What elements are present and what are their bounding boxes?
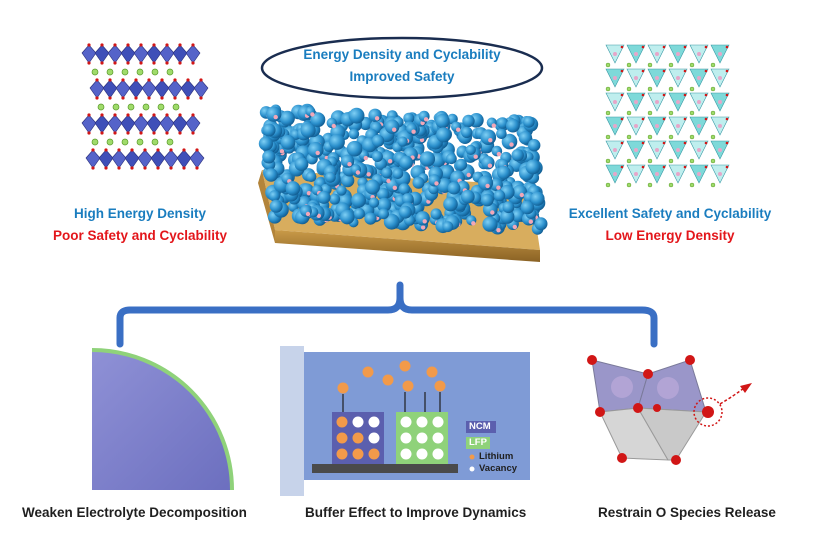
right-label-1: Excellent Safety and Cyclability: [568, 206, 772, 221]
center-line-1: Energy Density and Cyclability: [303, 47, 501, 62]
legend-ncm: NCM: [469, 421, 491, 432]
legend-vacancy: Vacancy: [479, 463, 518, 474]
left-label-1: High Energy Density: [73, 206, 207, 221]
legend-lfp: LFP: [469, 437, 487, 448]
bottom-label-left: Weaken Electrolyte Decomposition: [22, 505, 247, 520]
right-label-2: Low Energy Density: [605, 228, 735, 243]
center-ellipse-text: Energy Density and Cyclability Improved …: [262, 44, 542, 88]
center-line-2: Improved Safety: [349, 69, 455, 84]
left-label-2: Poor Safety and Cyclability: [52, 228, 228, 243]
bottom-label-right: Restrain O Species Release: [598, 505, 776, 520]
bottom-label-middle: Buffer Effect to Improve Dynamics: [305, 505, 527, 520]
legend-lithium: Lithium: [479, 451, 514, 462]
